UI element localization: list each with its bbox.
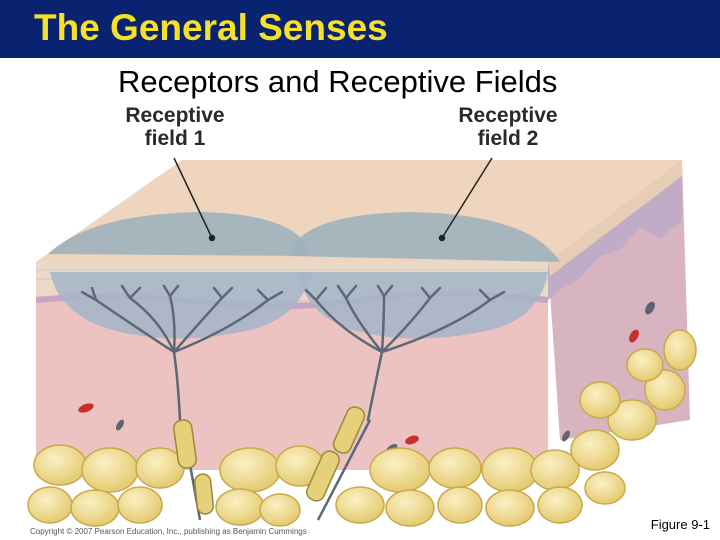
receptive-field-2-label: Receptive field 2 [433,104,583,150]
receptive-field-1 [48,212,312,339]
receptive-field-1-label-line-1: Receptive [125,104,225,127]
copyright-notice: Copyright © 2007 Pearson Education, Inc.… [30,527,307,536]
sensory-neuron-2-dendrites [304,284,506,422]
receptive-field-2-label-line-2: field 2 [477,127,539,150]
sensory-neuron-2-axon [306,406,372,521]
slide-title: The General Senses [34,7,388,48]
receptive-field-1-label: Receptive field 1 [100,104,250,150]
figure-reference: Figure 9-1 [650,517,710,532]
blood-cells [78,301,655,452]
sensory-neuron-1-dendrites [80,284,284,422]
receptive-field-2-label-line-1: Receptive [458,104,558,127]
title-bar: The General Senses [0,0,720,58]
slide-subtitle: Receptors and Receptive Fields [118,64,558,99]
adipose-layer [27,329,697,527]
label-leader-lines [173,157,493,242]
receptive-field-1-label-line-2: field 1 [144,127,206,150]
sensory-neuron-1-axon [173,419,215,521]
